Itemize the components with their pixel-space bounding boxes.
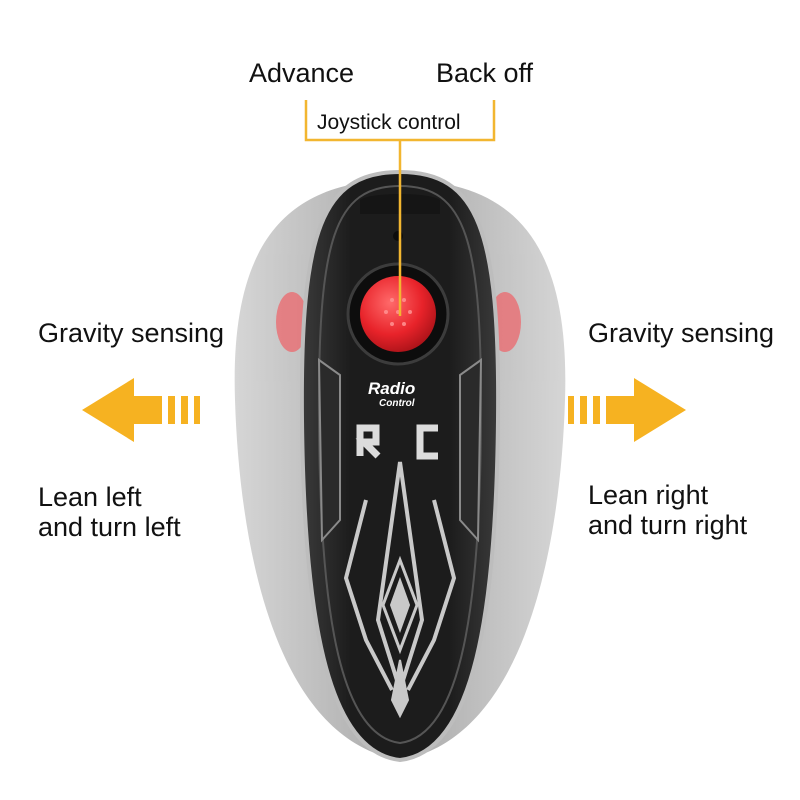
lean-left-line1: Lean left [38, 482, 142, 512]
device-brand-line2: Control [379, 398, 415, 409]
advance-label: Advance [249, 58, 355, 88]
device-brand-line1: Radio [368, 379, 416, 398]
left-arrow [82, 378, 200, 442]
lean-right-line2: and turn right [588, 510, 748, 540]
flame-decoration [343, 461, 457, 719]
joystick-control-label: Joystick control [317, 111, 461, 134]
left-gravity-sensing-label: Gravity sensing [38, 318, 225, 348]
rc-logo-glyphs [355, 424, 438, 460]
lean-left-line2: and turn left [38, 512, 181, 542]
ghost-left-red-glow [276, 292, 308, 352]
lean-right-line1: Lean right [588, 480, 709, 510]
right-gravity-sensing-label: Gravity sensing [588, 318, 775, 348]
back-off-label: Back off [436, 58, 534, 88]
joystick-button [346, 262, 450, 366]
right-arrow [568, 378, 686, 442]
joystick-callout-bracket [304, 100, 496, 316]
